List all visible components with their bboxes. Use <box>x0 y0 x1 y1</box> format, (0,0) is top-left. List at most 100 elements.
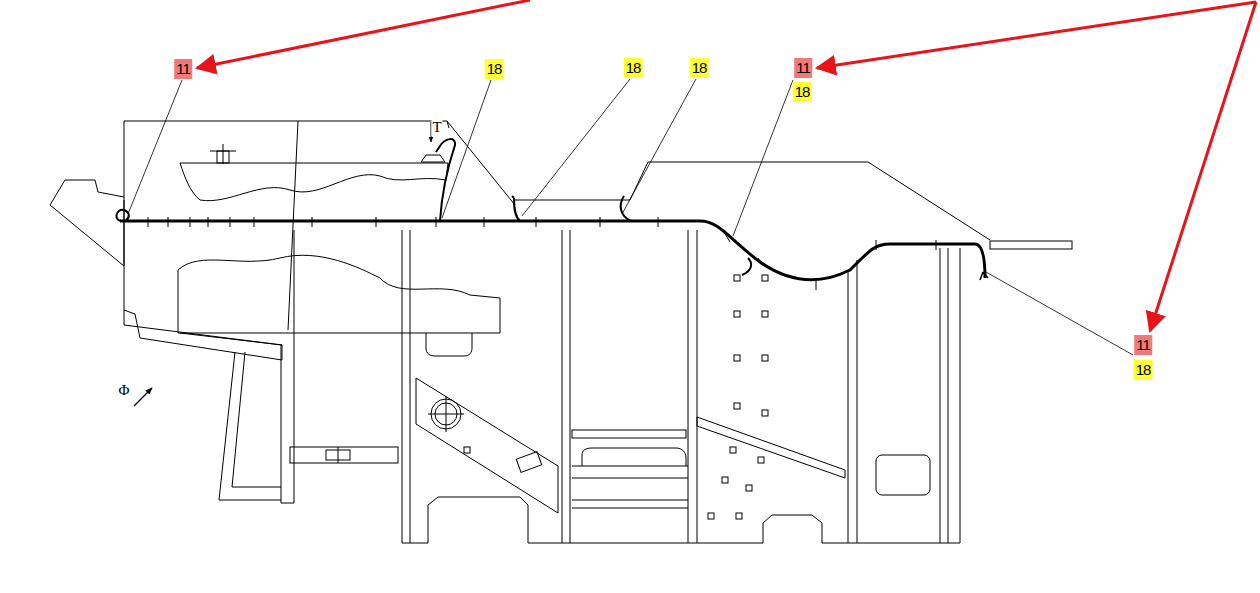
drawing-line <box>338 447 339 463</box>
drawing-line <box>572 430 686 438</box>
drawing-line <box>128 80 182 214</box>
drawing-line <box>281 345 282 503</box>
drawing-line <box>857 260 858 543</box>
drawing-line <box>980 272 988 280</box>
drawing-line <box>180 163 448 201</box>
symbol-letter: Φ <box>118 381 131 399</box>
drawing-line <box>426 333 472 356</box>
drawing-line <box>134 388 152 406</box>
drawing-line <box>572 508 688 509</box>
drawing-line <box>428 414 464 415</box>
drawing-line <box>50 180 124 266</box>
drawing-line <box>762 311 768 317</box>
drawing-line <box>515 162 990 240</box>
drawing-line <box>124 310 135 314</box>
drawing-line <box>197 0 530 68</box>
leader-line <box>128 79 1133 355</box>
drawing-line <box>570 230 571 543</box>
drawing-line <box>948 248 949 543</box>
pointer-arrow <box>197 0 1256 331</box>
drawing-line <box>722 477 728 483</box>
drawing-line <box>223 144 224 164</box>
drawing-line <box>516 452 541 473</box>
drawing-line <box>124 200 282 360</box>
drawing-line <box>734 311 740 317</box>
drawing-line <box>290 447 398 463</box>
drawing-line <box>190 217 191 227</box>
drawing-line <box>442 80 491 218</box>
drawing-line <box>219 352 281 500</box>
drawing-line <box>288 121 298 330</box>
drawing-line <box>1150 2 1256 331</box>
drawing-line <box>697 417 845 478</box>
drawing-line <box>421 155 445 162</box>
drawing-line <box>688 248 960 543</box>
callout-number: 11 <box>174 59 192 79</box>
drawing-line <box>734 275 740 281</box>
callout-number: 18 <box>690 58 709 78</box>
drawing-line <box>816 280 817 290</box>
drawing-line <box>168 217 169 227</box>
drawing-line <box>762 355 768 361</box>
drawing-line <box>464 447 470 453</box>
drawing-line <box>294 230 295 503</box>
drawing-line <box>208 217 209 227</box>
callout-number: 18 <box>793 82 812 102</box>
hose-line <box>116 122 988 406</box>
drawing-line <box>376 217 377 227</box>
drawing-line <box>708 513 714 519</box>
drawing-line <box>281 503 294 504</box>
drawing-line <box>940 248 941 543</box>
drawing-line <box>572 466 688 467</box>
drawing-line <box>817 2 1256 68</box>
drawing-line <box>622 79 696 214</box>
callout-number: 11 <box>794 58 812 78</box>
drawing-line <box>148 217 149 227</box>
drawing-line <box>402 230 570 543</box>
drawing-line <box>512 196 520 221</box>
drawing-line <box>447 121 449 128</box>
drawing-line <box>217 151 229 163</box>
drawing-line <box>120 221 985 280</box>
drawing-line <box>730 447 736 453</box>
drawing-line <box>180 333 282 345</box>
drawing-line <box>254 217 255 227</box>
drawing-line <box>697 230 698 543</box>
callout-number: 18 <box>485 59 504 79</box>
drawing-line <box>148 217 936 290</box>
machine-outline <box>50 121 1072 543</box>
drawing-line <box>436 217 437 227</box>
drawing-line <box>312 217 313 227</box>
drawing-line <box>742 258 751 275</box>
drawing-line <box>178 255 500 333</box>
drawing-line <box>936 240 937 250</box>
drawing-line <box>410 230 411 543</box>
drawing-line <box>848 270 849 543</box>
drawing-line <box>522 79 630 216</box>
drawing-line <box>232 352 281 487</box>
drawing-line <box>762 275 768 281</box>
drawing-line <box>116 210 128 221</box>
drawing-line <box>570 543 688 544</box>
drawing-line <box>572 478 688 479</box>
drawing-line <box>572 500 688 501</box>
drawing-line <box>746 485 752 491</box>
drawing-line <box>484 217 485 227</box>
drawing-line <box>600 217 601 227</box>
drawing-line <box>758 258 764 266</box>
drawing-line <box>733 80 793 236</box>
drawing-line <box>124 121 515 205</box>
drawing-line <box>582 448 686 466</box>
drawing-line <box>536 217 537 227</box>
drawing-line <box>876 240 877 250</box>
drawing-line <box>762 410 768 416</box>
callout-number: 11 <box>1134 335 1152 355</box>
callout-number: 18 <box>1134 360 1153 380</box>
symbol-letter: T <box>431 118 442 136</box>
drawing-line <box>876 455 930 495</box>
callout-number: 18 <box>624 58 643 78</box>
drawing-line <box>758 457 764 463</box>
drawing-line <box>734 403 740 409</box>
drawing-line <box>736 513 742 519</box>
